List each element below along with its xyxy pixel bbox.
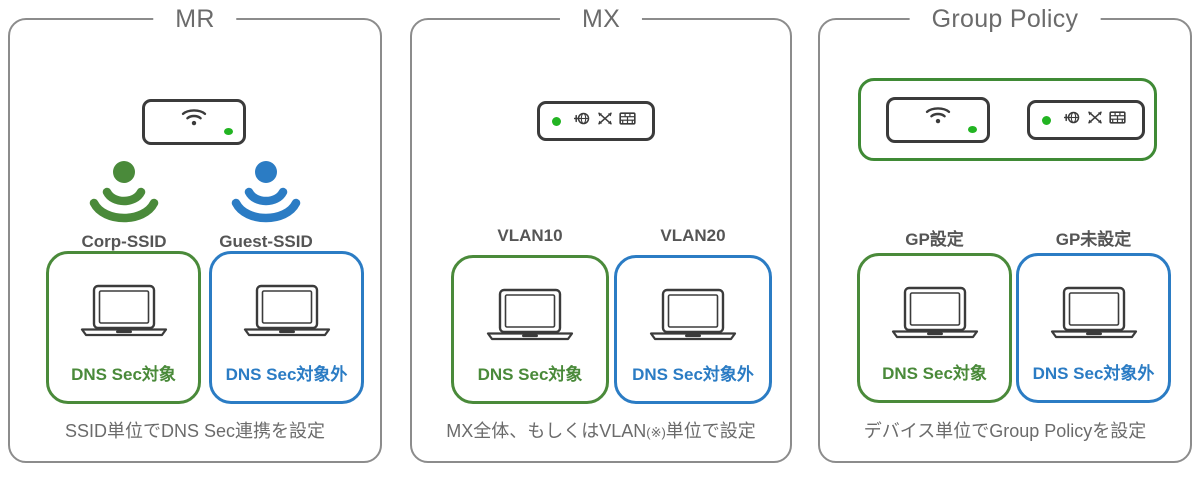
client-label: DNS Sec対象外 <box>225 365 348 384</box>
client-label: DNS Sec対象外 <box>1032 364 1155 383</box>
group-label-gp-not-configured: GP未設定 <box>1055 230 1132 249</box>
panel-group-policy: Group Policy <box>818 5 1192 463</box>
client-box-dns-sec-target: DNS Sec対象 <box>46 251 201 404</box>
group-label-gp-configured: GP設定 <box>905 230 964 249</box>
laptop-icon <box>76 280 172 347</box>
appliance-icon-row <box>573 111 636 131</box>
laptop-icon <box>1046 282 1142 349</box>
laptop-icon <box>645 284 741 351</box>
client-label: DNS Sec対象 <box>477 365 583 384</box>
client-box-dns-sec-excluded: DNS Sec対象外 <box>614 255 772 404</box>
routing-arrows-icon <box>597 111 613 131</box>
ssid-label: Corp-SSID <box>81 232 167 251</box>
panel-mr: MR <box>8 5 382 463</box>
firewall-brick-icon <box>619 111 636 131</box>
group-label-vlan20: VLAN20 <box>660 226 726 245</box>
group-label-vlan10: VLAN10 <box>497 226 563 245</box>
caption-note: (※) <box>646 425 666 440</box>
client-box-dns-sec-target: DNS Sec対象 <box>451 255 609 404</box>
panel-title-group-policy: Group Policy <box>909 5 1101 33</box>
panel-mx: MX <box>410 5 792 463</box>
client-label: DNS Sec対象 <box>71 365 176 384</box>
routing-arrows-icon <box>1087 110 1103 130</box>
security-appliance-device <box>537 101 655 141</box>
status-led-green <box>224 128 233 135</box>
status-led-green <box>552 116 561 126</box>
panel-caption-mx: MX全体、もしくはVLAN(※)単位で設定 <box>412 417 790 443</box>
panel-caption-group-policy: デバイス単位でGroup Policyを設定 <box>863 421 1147 441</box>
panel-body-mr: Corp-SSID Guest-SSID <box>10 20 380 461</box>
panel-body-group-policy: GP設定 GP未設定 DNS Sec対象 <box>820 20 1190 461</box>
security-appliance-device <box>1027 100 1145 140</box>
status-led-green <box>1042 115 1051 125</box>
laptop-icon <box>482 284 578 351</box>
panel-body-mx: VLAN10 VLAN20 DNS Sec対象 <box>412 20 790 461</box>
ssid-broadcast-icon <box>196 159 336 230</box>
panel-caption-mr: SSID単位でDNS Sec連携を設定 <box>64 421 326 441</box>
access-point-device <box>142 99 246 145</box>
status-led-green <box>968 126 977 133</box>
caption-text-before: MX全体、もしくはVLAN <box>446 421 647 441</box>
client-box-dns-sec-excluded: DNS Sec対象外 <box>1016 253 1171 403</box>
wifi-icon <box>925 107 951 130</box>
ssid-broadcast-icon <box>54 159 194 230</box>
panel-title-mx: MX <box>559 5 643 33</box>
caption-text-after: 単位で設定 <box>665 421 756 441</box>
access-point-device <box>886 97 990 143</box>
client-label: DNS Sec対象外 <box>632 365 754 384</box>
vpn-globe-icon <box>1063 110 1081 130</box>
panel-title-mr: MR <box>153 5 237 33</box>
ssid-label: Guest-SSID <box>219 232 313 251</box>
appliance-icon-row <box>1063 110 1126 130</box>
ssid-guest: Guest-SSID <box>196 159 336 252</box>
client-box-dns-sec-target: DNS Sec対象 <box>857 253 1012 403</box>
client-label: DNS Sec対象 <box>882 364 987 383</box>
device-group-policy-boundary <box>858 78 1157 161</box>
ssid-corp: Corp-SSID <box>54 159 194 252</box>
wifi-icon <box>181 109 207 132</box>
client-box-dns-sec-excluded: DNS Sec対象外 <box>209 251 364 404</box>
firewall-brick-icon <box>1109 110 1126 130</box>
laptop-icon <box>887 282 983 349</box>
laptop-icon <box>239 280 335 347</box>
vpn-globe-icon <box>573 111 591 131</box>
